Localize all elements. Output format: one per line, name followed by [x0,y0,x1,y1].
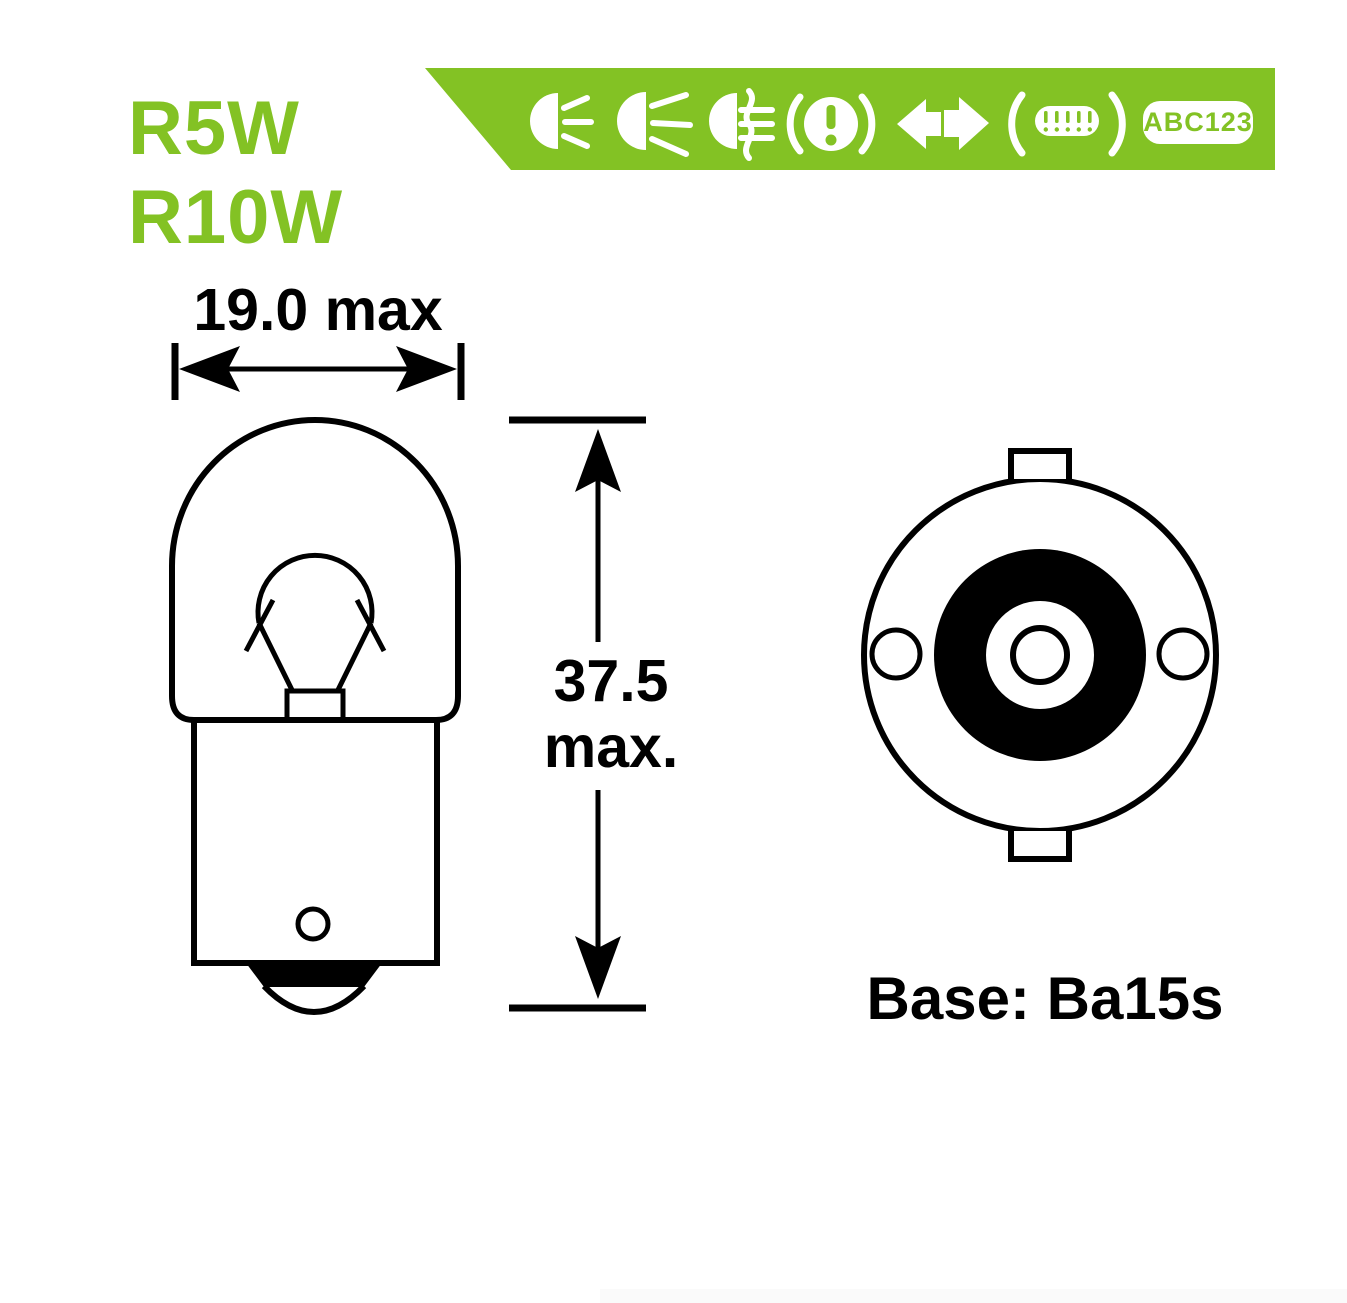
glass-envelope [169,417,461,723]
base-type-label: Base: Ba15s [866,965,1224,1032]
base-insulator [246,963,382,987]
number-plate-label: ABC123 [1143,107,1253,137]
footer-strip [600,1289,1347,1303]
height-dimension-label: 37.5 max. [480,648,742,780]
position-light-icon [530,93,594,149]
width-dimension-arrow [171,343,465,400]
left-pin-hole [869,627,923,681]
width-dimension-label: 19.0 max [193,277,443,343]
number-plate-light-icon [1143,101,1253,144]
top-pin-tab [1008,448,1072,479]
base-bottom-view [861,448,1219,862]
base-contact [261,983,367,1015]
filament [243,552,387,694]
interior-light-icon [1008,91,1126,157]
bottom-pin-tab [1008,831,1072,862]
model-line1: R5W [128,86,300,171]
bayonet-pin [295,906,331,942]
low-beam-icon [617,92,693,157]
product-model: R5W R10W [128,84,448,262]
right-pin-hole [1156,627,1210,681]
height-dimension-suffix: max. [543,714,679,780]
glass-bead [284,688,346,723]
brake-warning-icon [786,93,876,155]
turn-signal-icon [897,97,989,150]
rear-fog-light-icon [709,88,775,161]
height-dimension-arrow [509,416,646,1012]
model-line2: R10W [128,175,344,260]
height-dimension-value: 37.5 [553,648,669,714]
center-contact [1010,625,1070,685]
bulb-side-view [169,417,461,1015]
